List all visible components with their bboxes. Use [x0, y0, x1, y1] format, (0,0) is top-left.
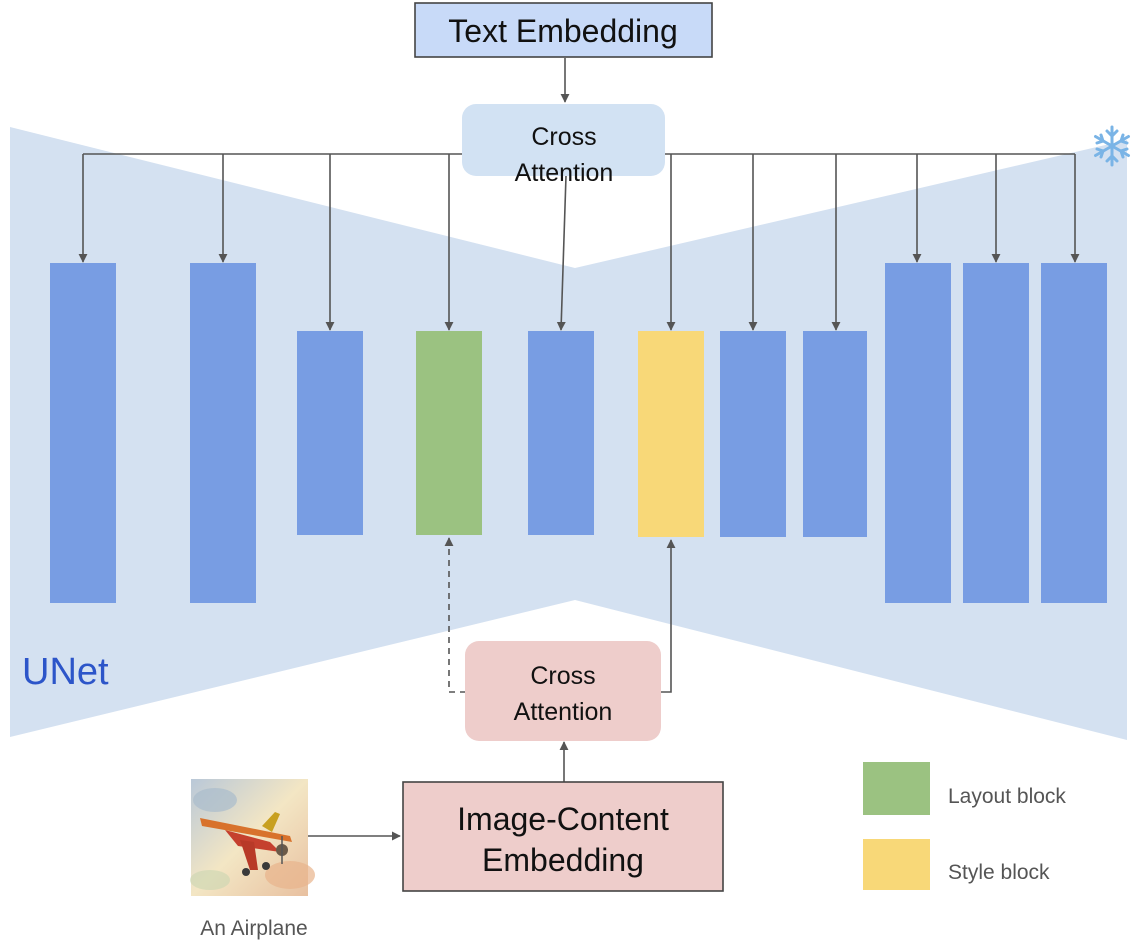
legend: Layout block Style block	[863, 762, 1066, 890]
cross-attention-bottom-line2: Attention	[514, 698, 613, 726]
legend-swatch-style	[863, 839, 930, 890]
unet-block-7	[720, 331, 786, 537]
image-content-embedding-line1: Image-Content	[457, 801, 669, 837]
image-content-embedding-line2: Embedding	[482, 842, 644, 878]
cross-attention-bottom-line1: Cross	[530, 662, 595, 690]
unet-block-9	[885, 263, 951, 603]
legend-label-layout: Layout block	[948, 785, 1066, 808]
text-embedding-label: Text Embedding	[448, 13, 677, 49]
cross-attention-top-line2: Attention	[515, 159, 614, 187]
unet-block-11	[1041, 263, 1107, 603]
text-embedding-box: Text Embedding	[414, 2, 713, 58]
unet-block-2	[190, 263, 256, 603]
unet-label: UNet	[22, 651, 109, 693]
airplane-watercolor-image	[190, 779, 315, 896]
cross-attention-bottom: Cross Attention	[465, 641, 661, 741]
arrow-to-block-5	[556, 175, 567, 331]
cross-attention-top-line1: Cross	[531, 123, 596, 151]
image-conditioning-arrows	[308, 537, 676, 841]
legend-label-style: Style block	[948, 861, 1050, 884]
unet-block-10	[963, 263, 1029, 603]
layout-block	[416, 331, 482, 535]
unet-block-5	[528, 331, 594, 535]
conditioning-arrows	[78, 58, 1080, 331]
legend-swatch-layout	[863, 762, 930, 815]
cross-attention-top: Cross Attention	[462, 104, 665, 187]
unet-block-1	[50, 263, 116, 603]
dashed-arrow-to-layout-block	[444, 537, 466, 693]
snowflake-icon	[1094, 125, 1130, 167]
unet-blocks	[50, 263, 1107, 603]
arrow-to-style-block	[660, 539, 676, 693]
unet-block-3	[297, 331, 363, 535]
image-caption: An Airplane	[200, 917, 307, 940]
style-block	[638, 331, 704, 537]
unet-block-8	[803, 331, 867, 537]
image-content-embedding-box: Image-Content Embedding	[402, 781, 724, 892]
